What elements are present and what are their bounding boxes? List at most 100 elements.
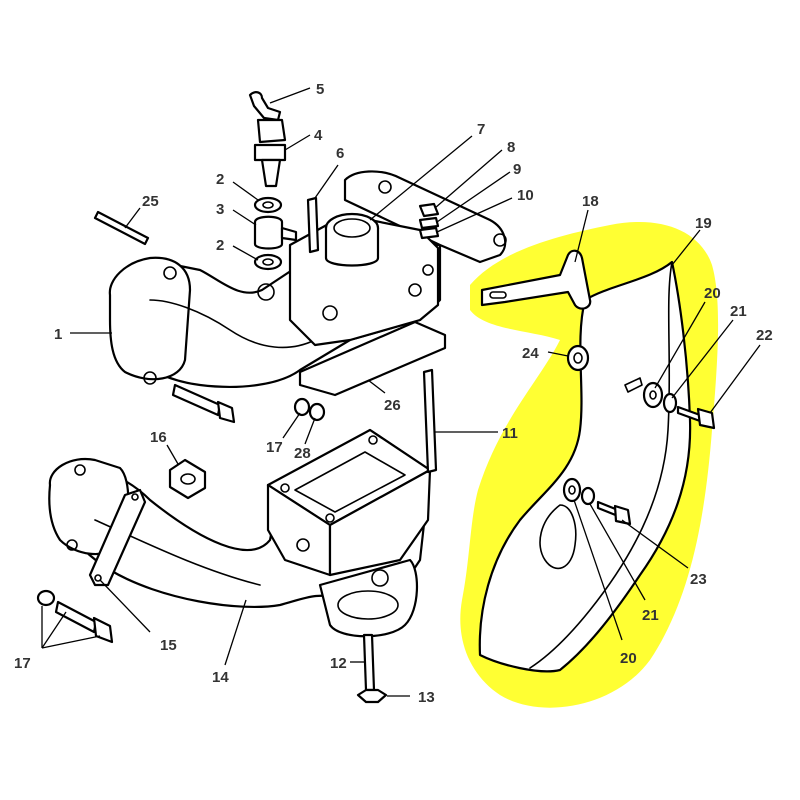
washer-10 (418, 226, 440, 240)
label-20a: 20 (704, 285, 721, 302)
lower-flange-hole-2 (66, 539, 78, 551)
heat-shield-bracket (480, 249, 592, 310)
boss-hole-1 (257, 283, 275, 301)
leader-4 (284, 134, 311, 151)
label-6: 6 (336, 145, 344, 162)
bolt-23-head (613, 504, 632, 526)
label-3: 3 (216, 201, 224, 218)
leader-16 (166, 444, 179, 465)
label-16: 16 (150, 429, 167, 446)
washer-9 (418, 216, 440, 230)
plug-16-hole (180, 473, 196, 485)
label-26: 26 (384, 397, 401, 414)
stud-11 (422, 368, 438, 474)
banjo-3 (253, 215, 284, 250)
leader-20a (654, 301, 706, 389)
leader-24 (547, 351, 569, 357)
manifold-lower-outlet-port (337, 590, 399, 620)
leader-17-manifold (282, 412, 301, 439)
label-2b: 2 (216, 237, 224, 254)
bolt-17-left-head (92, 616, 114, 644)
heat-shield-fold (529, 261, 673, 669)
leader-10 (436, 197, 513, 233)
manifold-flange-left (108, 256, 192, 381)
riser-housing-opening (294, 451, 406, 513)
plug-16 (168, 458, 207, 500)
bolt-22-head (696, 407, 716, 430)
heat-shield-slot (624, 377, 643, 393)
leader-26 (367, 379, 386, 394)
fitting-4-nut (253, 143, 287, 162)
leader-18 (574, 209, 589, 263)
leader-3 (232, 209, 257, 226)
fitting-4-tip (260, 158, 282, 188)
label-14: 14 (212, 669, 229, 686)
leader-21a (671, 319, 734, 399)
label-25: 25 (142, 193, 159, 210)
lower-flange-hole-1 (74, 464, 86, 476)
riser-bolt-hole-4 (296, 538, 310, 552)
label-18: 18 (582, 193, 599, 210)
bolt-manifold-1-head (216, 400, 236, 424)
outlet-pipe-7-inner (333, 218, 371, 238)
boss-hole-2 (322, 305, 338, 321)
leader-2b (232, 245, 259, 261)
label-9: 9 (513, 161, 521, 178)
spacer-24-hole (573, 352, 583, 364)
bracket-slot (489, 291, 507, 299)
leader-2a (232, 181, 259, 201)
stud-25 (93, 210, 150, 246)
lockwasher-21-upper (662, 392, 678, 414)
label-5: 5 (316, 81, 324, 98)
heat-shield-plate (478, 260, 692, 673)
flange-hole-4 (493, 233, 507, 247)
label-11: 11 (502, 425, 518, 442)
label-2a: 2 (216, 171, 224, 188)
banjo-3-stem (280, 226, 298, 242)
lockwasher-21-lower (580, 486, 596, 506)
leader-9 (436, 171, 511, 223)
riser-bolt-hole-3 (368, 435, 378, 445)
manifold-lower-outlet (318, 558, 419, 638)
label-13: 13 (418, 689, 435, 706)
flange-hole-2 (143, 371, 157, 385)
washer-17-left (36, 589, 56, 607)
washer-2-upper (253, 196, 283, 214)
leader-6 (314, 164, 339, 199)
leader-14 (224, 599, 247, 666)
nut-8 (418, 202, 440, 218)
label-23: 23 (690, 571, 707, 588)
gasket-15-hole-1 (131, 493, 139, 501)
label-7: 7 (477, 121, 485, 138)
label-10: 10 (517, 187, 534, 204)
label-15: 15 (160, 637, 177, 654)
leader-19 (671, 229, 701, 266)
label-12: 12 (330, 655, 347, 672)
leader-17-left-b (41, 611, 67, 649)
label-19: 19 (695, 215, 712, 232)
manifold-runner (149, 299, 316, 349)
leader-17-left-c (41, 635, 101, 649)
spacer-24 (566, 344, 590, 372)
leader-7 (369, 135, 473, 221)
label-22: 22 (756, 327, 773, 344)
washer-2-lower-hole (262, 258, 274, 266)
gasket-15 (88, 488, 147, 587)
stud-6 (306, 196, 320, 254)
bolt-manifold-1 (171, 383, 222, 417)
nut-28 (308, 402, 326, 422)
washer-20-lower (562, 477, 582, 503)
leader-5 (269, 87, 311, 104)
label-4: 4 (314, 127, 323, 144)
leader-28 (304, 417, 316, 445)
washer-2-lower (253, 253, 283, 271)
washer-17-manifold (293, 397, 311, 417)
label-8: 8 (507, 139, 515, 156)
nut-13 (356, 688, 388, 704)
outlet-pipe-7-body (324, 226, 380, 267)
washer-2-upper-hole (262, 201, 274, 209)
leader-23 (621, 519, 689, 569)
gasket-26 (298, 320, 447, 397)
fitting-4 (256, 118, 287, 144)
